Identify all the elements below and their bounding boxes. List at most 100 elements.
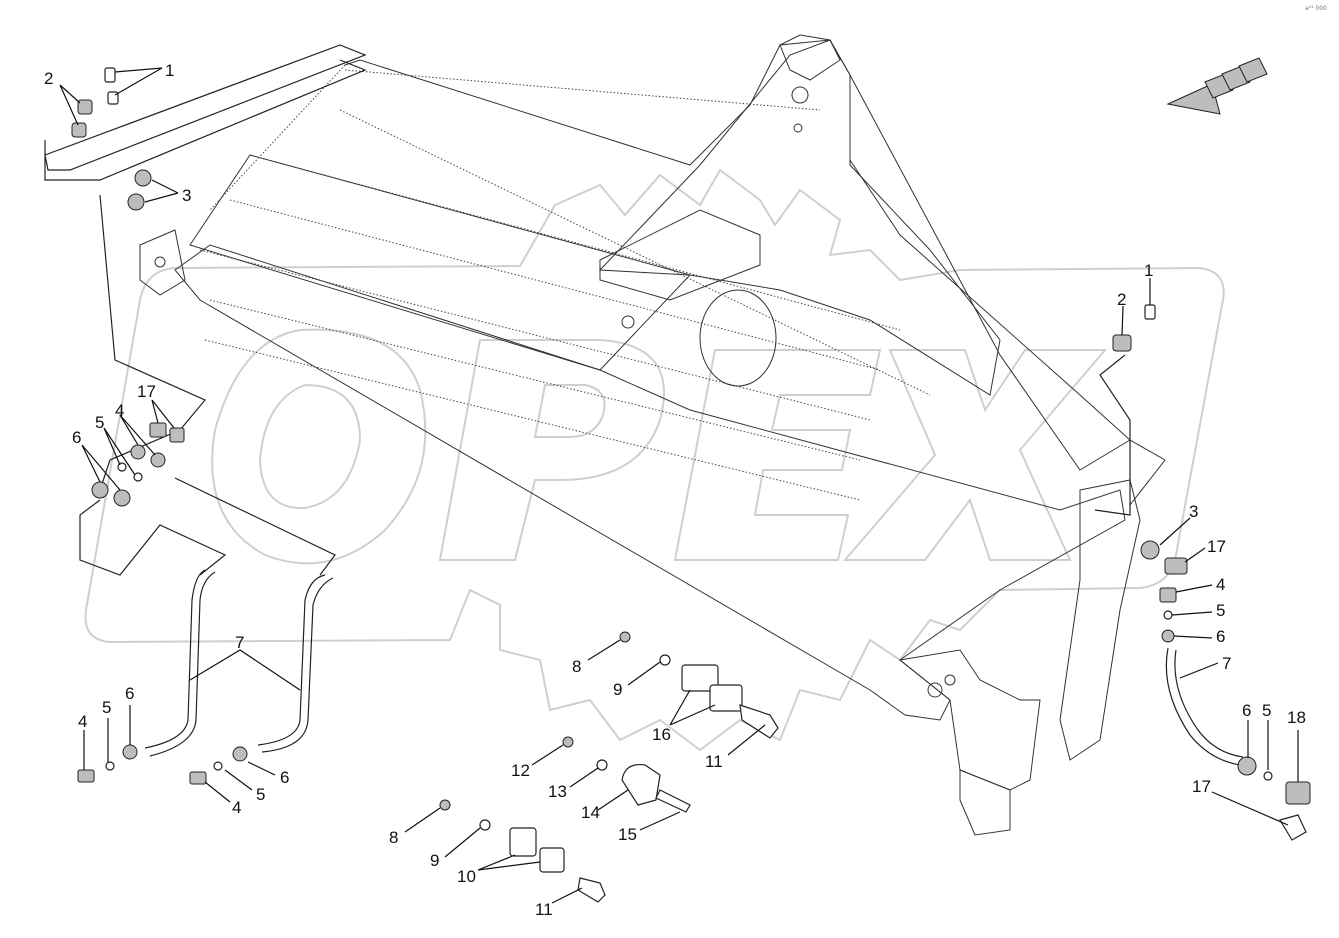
bolt-head-8-lower xyxy=(439,799,451,811)
leader-3-right xyxy=(1159,517,1191,546)
right-vertical-member xyxy=(1059,479,1141,761)
tower-top-link xyxy=(779,34,841,81)
hydraulic-line-right xyxy=(1094,354,1131,516)
leader-17-br xyxy=(1211,791,1289,826)
left-end-hole xyxy=(154,256,166,268)
leader-8-upper xyxy=(587,639,621,661)
leader-12 xyxy=(531,744,564,766)
nut-6-bottom-left xyxy=(122,744,138,760)
hose-7-right-inner xyxy=(1174,649,1244,758)
bolt-11-upper xyxy=(739,704,779,739)
nut-3-top-b xyxy=(127,193,145,211)
left-fitting-cluster xyxy=(79,422,336,576)
callout-5-bm: 5 xyxy=(256,785,265,804)
callout-16: 16 xyxy=(652,725,671,744)
washer-5-left-b xyxy=(133,472,143,482)
fitting-2-top-b xyxy=(71,122,87,138)
callout-8-lower: 8 xyxy=(389,828,398,847)
hose-7-b-inner xyxy=(261,577,334,753)
nut-6-right xyxy=(1161,629,1175,643)
leader-7-left xyxy=(189,649,301,691)
hose-7-a-inner xyxy=(149,571,216,757)
direction-arrow xyxy=(1166,57,1268,115)
watermark-letter-x xyxy=(842,349,1108,561)
fitting-2-top-a xyxy=(77,99,93,115)
leader-7-right xyxy=(1179,662,1219,679)
right-end-hole-2 xyxy=(944,674,956,686)
clamp-assembly-upper xyxy=(619,631,779,739)
direction-arrow-head xyxy=(1166,83,1221,115)
tower-body xyxy=(598,39,1001,396)
watermark-letter-p xyxy=(438,339,665,561)
leader-6-right xyxy=(1173,635,1213,639)
callout-9-lower: 9 xyxy=(430,851,439,870)
callout-3-right: 3 xyxy=(1189,502,1198,521)
clamp-assembly-middle xyxy=(562,736,691,813)
callout-8-upper: 8 xyxy=(572,657,581,676)
callout-14: 14 xyxy=(581,803,600,822)
hose-7-b xyxy=(257,574,326,746)
leader-3-top xyxy=(144,179,179,203)
hydraulic-line-outer xyxy=(44,44,367,171)
hydraulic-line-down xyxy=(99,194,206,491)
washer-9-lower xyxy=(479,819,491,831)
elbow-17-right xyxy=(1164,557,1188,575)
leader-9-lower xyxy=(444,827,481,858)
fitting-4-right xyxy=(1159,587,1177,603)
callout-4-bl: 4 xyxy=(78,712,87,731)
leader-9-upper xyxy=(627,661,661,686)
leader-5-left xyxy=(103,427,136,476)
right-end-hole-1 xyxy=(927,682,943,698)
callout-5-bl: 5 xyxy=(102,698,111,717)
hoses-left xyxy=(77,569,334,785)
callout-2-right: 2 xyxy=(1117,290,1126,309)
callout-10: 10 xyxy=(457,867,476,886)
callout-11-lower: 11 xyxy=(535,900,553,919)
right-end-bracket xyxy=(898,649,1041,791)
callout-17-left: 17 xyxy=(137,382,156,401)
clamp-14 xyxy=(621,763,661,806)
right-assembly xyxy=(1094,304,1311,841)
header-frame xyxy=(139,34,1166,836)
fitting-4-left-b xyxy=(150,452,166,468)
clamp-half-10-a xyxy=(509,827,537,857)
grease-nipple-1-top-a xyxy=(104,67,116,83)
callout-6-left: 6 xyxy=(72,428,81,447)
clamp-half-16-b xyxy=(709,684,743,712)
nut-6-left-b xyxy=(113,489,131,507)
callout-12: 12 xyxy=(511,761,530,780)
callout-11-upper: 11 xyxy=(705,752,723,771)
watermark-letter-e xyxy=(673,349,882,561)
callout-7-left: 7 xyxy=(235,633,244,652)
elbow-17-bottom-right xyxy=(1279,814,1307,841)
watermark xyxy=(84,168,1225,752)
leader-4-bm xyxy=(204,781,231,803)
tower-hole-small xyxy=(621,315,635,329)
washer-5-bottom-mid xyxy=(213,761,223,771)
hose-7-right xyxy=(1165,647,1241,766)
fitting-4-bottom-left xyxy=(77,769,95,783)
watermark-letter-o xyxy=(211,328,427,565)
callout-4-bm: 4 xyxy=(232,798,241,817)
callout-4-left: 4 xyxy=(115,401,124,420)
elbow-17-left-b xyxy=(169,427,185,443)
beam-dotted-lines xyxy=(199,154,901,501)
callout-2-top: 2 xyxy=(44,69,53,88)
fitting-4-left-a xyxy=(130,444,146,460)
clamp-half-16-a xyxy=(681,664,719,692)
nut-6-bottom-right xyxy=(1237,756,1257,776)
callout-6-right: 6 xyxy=(1216,627,1225,646)
callout-3-top: 3 xyxy=(182,186,191,205)
elbow-17-left-a xyxy=(149,422,167,438)
left-end-plate xyxy=(139,229,186,296)
leader-15 xyxy=(639,811,681,831)
watermark-gear-outline xyxy=(84,168,1225,752)
beam-top-edge xyxy=(344,39,1166,506)
beam-dotted-top xyxy=(209,64,931,396)
callout-1-top: 1 xyxy=(165,61,174,80)
callout-7-right: 7 xyxy=(1222,654,1231,673)
callout-13: 13 xyxy=(548,782,567,801)
leader-17-left xyxy=(151,399,175,429)
bolt-head-8-upper xyxy=(619,631,631,643)
